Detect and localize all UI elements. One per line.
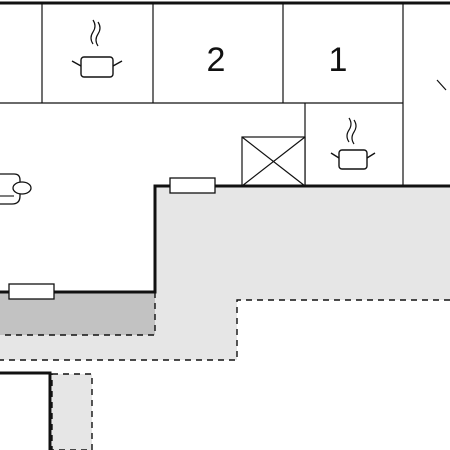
room-label-2: 2 (207, 41, 226, 79)
small-room (0, 371, 52, 450)
sofa-icon (0, 173, 32, 205)
door-mark (436, 79, 447, 91)
room-label-1: 1 (329, 41, 348, 79)
terrace-lower-patch (51, 373, 93, 450)
top-wall (0, 1, 450, 187)
window-icon (8, 283, 55, 300)
window-icon (169, 177, 216, 194)
cooking-pot-icon (71, 19, 123, 78)
shower-cross-icon (241, 136, 306, 187)
exterior-wall (0, 184, 450, 294)
cooking-pot-icon (330, 117, 376, 170)
